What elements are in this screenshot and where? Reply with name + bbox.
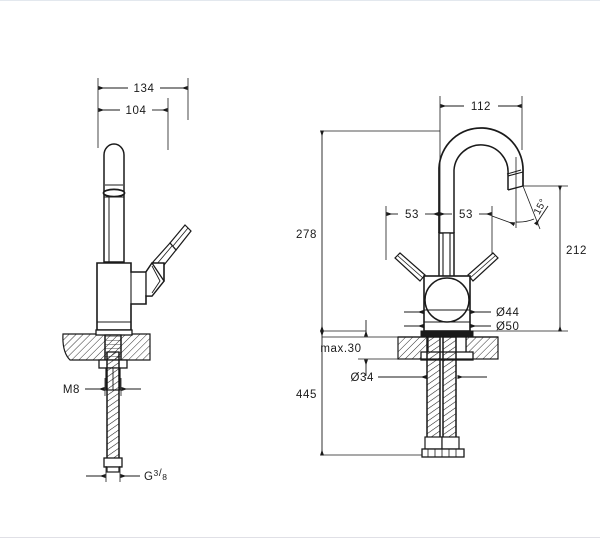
dimension-104-label: 104 bbox=[126, 105, 147, 117]
left-view-group: 134 104 bbox=[62, 78, 192, 483]
dimension-dia44: Ø44 bbox=[404, 307, 520, 319]
right-flexible-hoses bbox=[421, 336, 465, 458]
right-view-group: 112 278 445 bbox=[296, 96, 587, 458]
dimension-445-label: 445 bbox=[296, 389, 317, 401]
dimension-53-right-label: 53 bbox=[459, 209, 473, 221]
right-body bbox=[420, 275, 474, 338]
dimension-G38-numerator: 3 bbox=[154, 468, 159, 478]
left-body bbox=[96, 261, 165, 331]
dimension-M8-label: M8 bbox=[63, 384, 80, 396]
dimension-212: 212 bbox=[459, 185, 587, 332]
dimension-max30: max.30 bbox=[320, 320, 398, 376]
sheet-bottom-border bbox=[0, 537, 600, 538]
dimension-dia50: Ø50 bbox=[404, 321, 520, 333]
dimension-134: 134 bbox=[97, 78, 189, 148]
dimension-dia44-label: Ø44 bbox=[496, 307, 520, 319]
dimension-15deg: 15° bbox=[491, 157, 549, 230]
right-riser bbox=[438, 232, 455, 282]
left-flexible-hose bbox=[103, 351, 123, 473]
sheet-top-border bbox=[0, 0, 600, 1]
dimension-G38-prefix: G bbox=[144, 471, 154, 483]
dimension-278: 278 bbox=[296, 130, 440, 332]
dimension-53-left: 53 bbox=[385, 206, 440, 260]
dimension-dia34: Ø34 bbox=[350, 372, 487, 384]
dimension-278-label: 278 bbox=[296, 229, 317, 241]
dimension-445: 445 bbox=[296, 330, 432, 456]
dimension-M8: M8 bbox=[63, 378, 141, 396]
dimension-53-left-label: 53 bbox=[405, 209, 419, 221]
dimension-212-label: 212 bbox=[566, 245, 587, 257]
dimension-max30-label: max.30 bbox=[320, 343, 361, 355]
right-gooseneck-spout bbox=[438, 127, 524, 233]
left-spout-column bbox=[102, 143, 126, 263]
dimension-G38-label: G3/8 bbox=[144, 468, 168, 483]
dimension-53-right: 53 bbox=[439, 206, 493, 262]
dimension-112-label: 112 bbox=[471, 101, 491, 113]
dimension-G38-denominator: 8 bbox=[162, 472, 167, 482]
dimension-104: 104 bbox=[98, 98, 169, 150]
dimension-134-label: 134 bbox=[134, 83, 155, 95]
dimension-G38: G3/8 bbox=[86, 466, 168, 483]
dimension-dia50-label: Ø50 bbox=[496, 321, 520, 333]
dimension-15deg-label: 15° bbox=[532, 197, 549, 217]
dimension-dia34-label: Ø34 bbox=[350, 372, 374, 384]
right-lever bbox=[394, 252, 499, 282]
